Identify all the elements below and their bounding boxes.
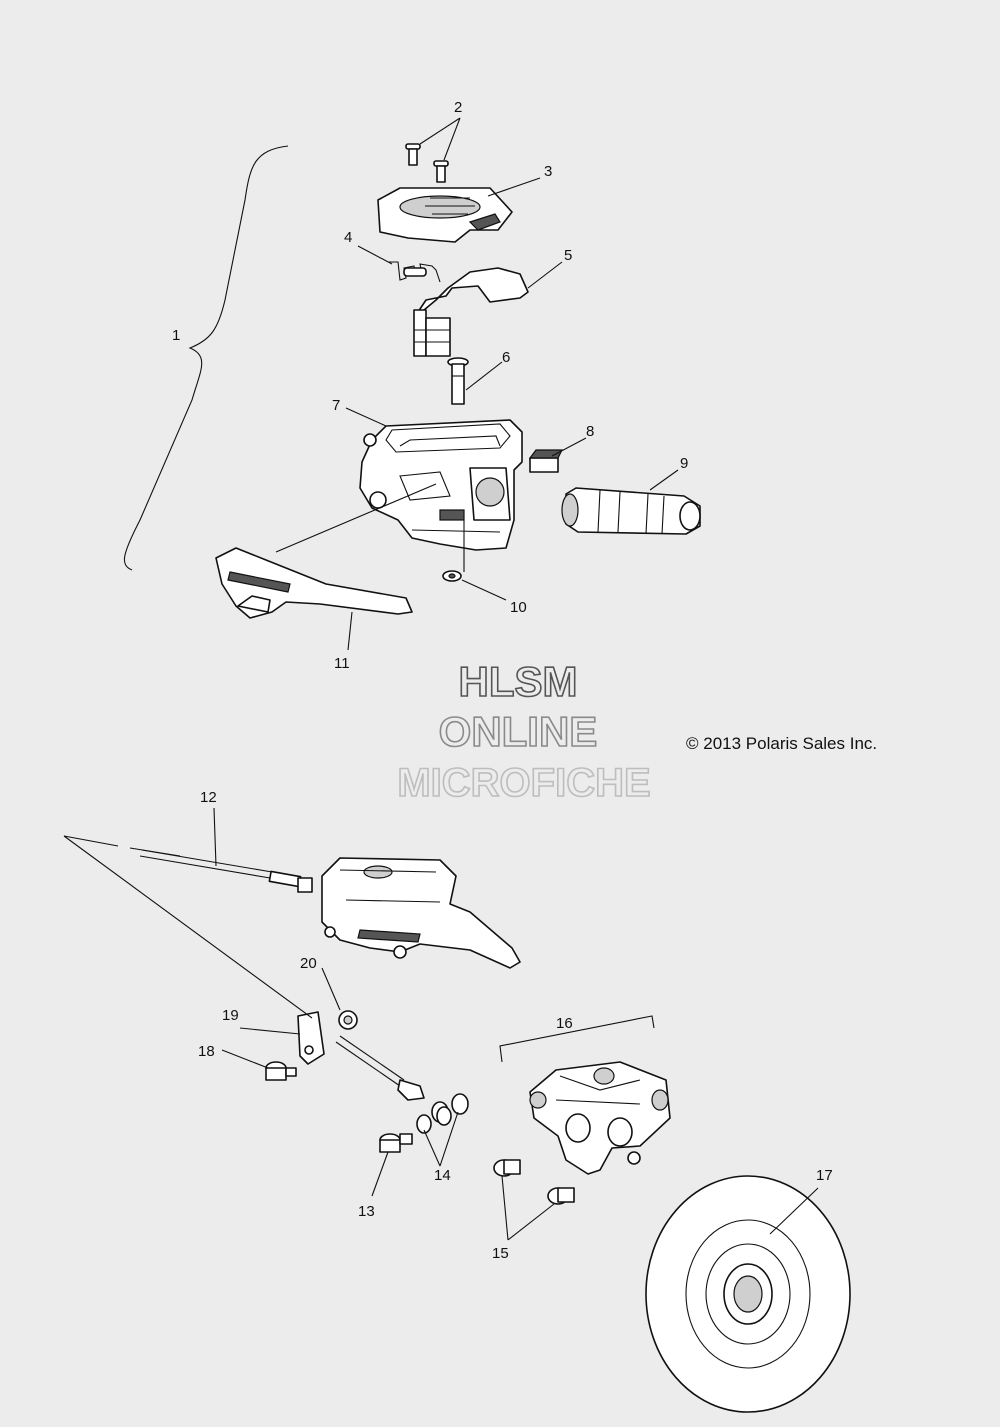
small-washer (442, 570, 462, 582)
callout-7: 7 (332, 397, 340, 414)
callout-18: 18 (198, 1043, 215, 1060)
line-bracket (297, 1011, 325, 1065)
brake-line-and-master-cylinder (129, 847, 521, 969)
caliper-bolts (493, 1159, 575, 1205)
callout-17: 17 (816, 1167, 833, 1184)
brake-caliper (529, 1061, 671, 1175)
piston-assembly (561, 487, 701, 535)
grommet (338, 1010, 358, 1030)
callout-labels: 1 2 3 4 5 6 7 8 9 10 11 12 13 14 15 16 1… (172, 99, 833, 1262)
watermark: HLSM ONLINE MICROFICHE (397, 657, 652, 806)
pivot-pin (447, 357, 469, 405)
bracket-bolt (265, 1061, 297, 1081)
park-lever (413, 267, 529, 357)
copyright-notice: © 2013 Polaris Sales Inc. (686, 734, 877, 753)
callout-16: 16 (556, 1015, 573, 1032)
brake-hand-lever (215, 547, 413, 619)
callout-1: 1 (172, 327, 180, 344)
banjo-bolt (379, 1133, 413, 1153)
crush-washers (416, 1106, 452, 1134)
brake-disc (645, 1175, 851, 1413)
callout-15: 15 (492, 1245, 509, 1262)
watermark-line-1: HLSM (459, 658, 578, 705)
spring (388, 261, 441, 283)
callout-11: 11 (334, 655, 350, 672)
watermark-line-2: ONLINE (439, 708, 598, 755)
callout-9: 9 (680, 455, 688, 472)
watermark-line-3: MICROFICHE (397, 761, 650, 805)
callout-12: 12 (200, 789, 217, 806)
reservoir-cover (377, 187, 513, 243)
callout-14: 14 (434, 1167, 451, 1184)
callout-19: 19 (222, 1007, 239, 1024)
callout-5: 5 (564, 247, 572, 264)
callout-13: 13 (358, 1203, 375, 1220)
callout-2: 2 (454, 99, 462, 116)
master-cylinder-body (359, 419, 523, 551)
callout-3: 3 (544, 163, 552, 180)
leader-lines (63, 117, 819, 1241)
callout-10: 10 (510, 599, 527, 616)
callout-8: 8 (586, 423, 594, 440)
callout-4: 4 (344, 229, 352, 246)
screws (405, 143, 449, 183)
callout-20: 20 (300, 955, 317, 972)
switch-clip (528, 449, 563, 473)
assembly-bracket (123, 145, 289, 571)
callout-6: 6 (502, 349, 510, 366)
